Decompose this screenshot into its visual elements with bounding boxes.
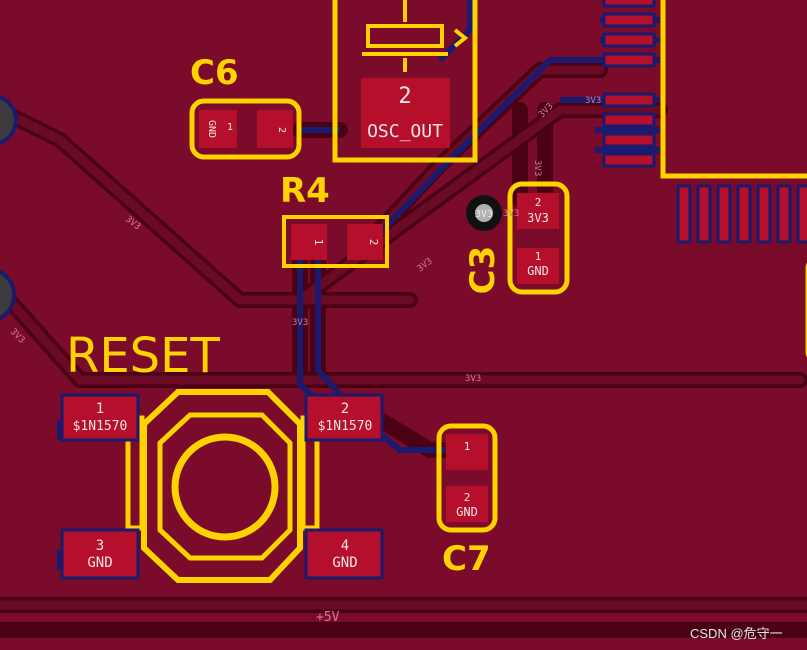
c3-pad-2[interactable] — [517, 193, 559, 229]
r4-outline — [282, 215, 389, 268]
net-label-3v3-i: 3V3 — [503, 209, 519, 219]
reset-pad-2[interactable] — [304, 393, 384, 442]
reset-pad-3-net: GND — [87, 555, 112, 571]
c6-pad-2[interactable] — [257, 110, 293, 148]
c7-pad-2-net: GND — [456, 505, 478, 519]
reset-pad-3[interactable] — [60, 528, 140, 580]
net-label-5v: +5V — [316, 610, 340, 625]
via-net-label: 3V3 — [475, 209, 493, 220]
c7-outline — [436, 423, 498, 533]
r4-reference: R4 — [280, 171, 330, 211]
crystal-pad-2-number: 2 — [398, 84, 411, 109]
reset-pad-1[interactable] — [60, 393, 140, 442]
net-label-3v3-d: 3V3 — [465, 374, 481, 384]
watermark: CSDN @危守一 — [690, 626, 783, 641]
c6-outline — [189, 98, 302, 160]
via-drill[interactable] — [475, 204, 493, 222]
reset-button-circle[interactable] — [171, 433, 279, 541]
c6-pad-1-net: GND — [206, 120, 217, 138]
crystal-symbol — [362, 0, 469, 72]
reset-pad-4[interactable] — [304, 528, 384, 580]
reset-inner-octagon — [157, 412, 293, 561]
c3-pad-1[interactable] — [517, 248, 559, 284]
c7-reference: C7 — [442, 539, 491, 579]
c7-pad-2[interactable] — [446, 486, 488, 522]
net-label-3v3-g: 3V3 — [532, 160, 542, 176]
reset-pad-1-number: 1 — [96, 401, 104, 417]
c3-reference: C3 — [463, 246, 503, 295]
c7-pad-1-number: 1 — [464, 440, 471, 453]
r4-pad-1-number: 1 — [312, 239, 325, 246]
c6-pad-1[interactable] — [199, 110, 237, 148]
reset-pad-4-net: GND — [332, 555, 357, 571]
reset-reference: RESET — [66, 328, 220, 384]
c3-pad-1-net: GND — [527, 264, 549, 278]
crystal-outline — [332, 0, 478, 163]
c7-pad-1[interactable] — [446, 434, 488, 470]
ic-outline — [660, 0, 807, 179]
reset-pad-2-net: $1N1570 — [318, 419, 373, 434]
c6-pad-1-number: 1 — [227, 122, 233, 133]
left-hole-bottom — [0, 269, 16, 321]
crystal-pad-2[interactable] — [361, 78, 450, 148]
net-label-3v3-f: 3V3 — [585, 96, 601, 106]
c3-pad-2-net: 3V3 — [527, 211, 549, 225]
reset-pad-2-number: 2 — [341, 401, 349, 417]
r4-pad-2[interactable] — [347, 224, 383, 260]
reset-pad-4-number: 4 — [341, 538, 349, 554]
crystal-pad-2-net: OSC_OUT — [367, 121, 443, 142]
ic-pads — [602, 0, 807, 244]
r4-pad-2-number: 2 — [367, 239, 380, 246]
reset-pad-1-net: $1N1570 — [73, 419, 128, 434]
c7-pad-2-number: 2 — [464, 491, 471, 504]
c3-outline — [507, 181, 570, 295]
left-hole-top — [0, 95, 18, 145]
reset-pad-3-number: 3 — [96, 538, 104, 554]
c6-reference: C6 — [190, 53, 239, 93]
c3-pad-2-number: 2 — [535, 196, 542, 209]
net-label-3v3-h: 3V3 — [292, 318, 308, 328]
c3-pad-1-number: 1 — [535, 250, 542, 263]
c6-pad-2-number: 2 — [276, 127, 287, 133]
r4-pad-1[interactable] — [291, 224, 327, 260]
